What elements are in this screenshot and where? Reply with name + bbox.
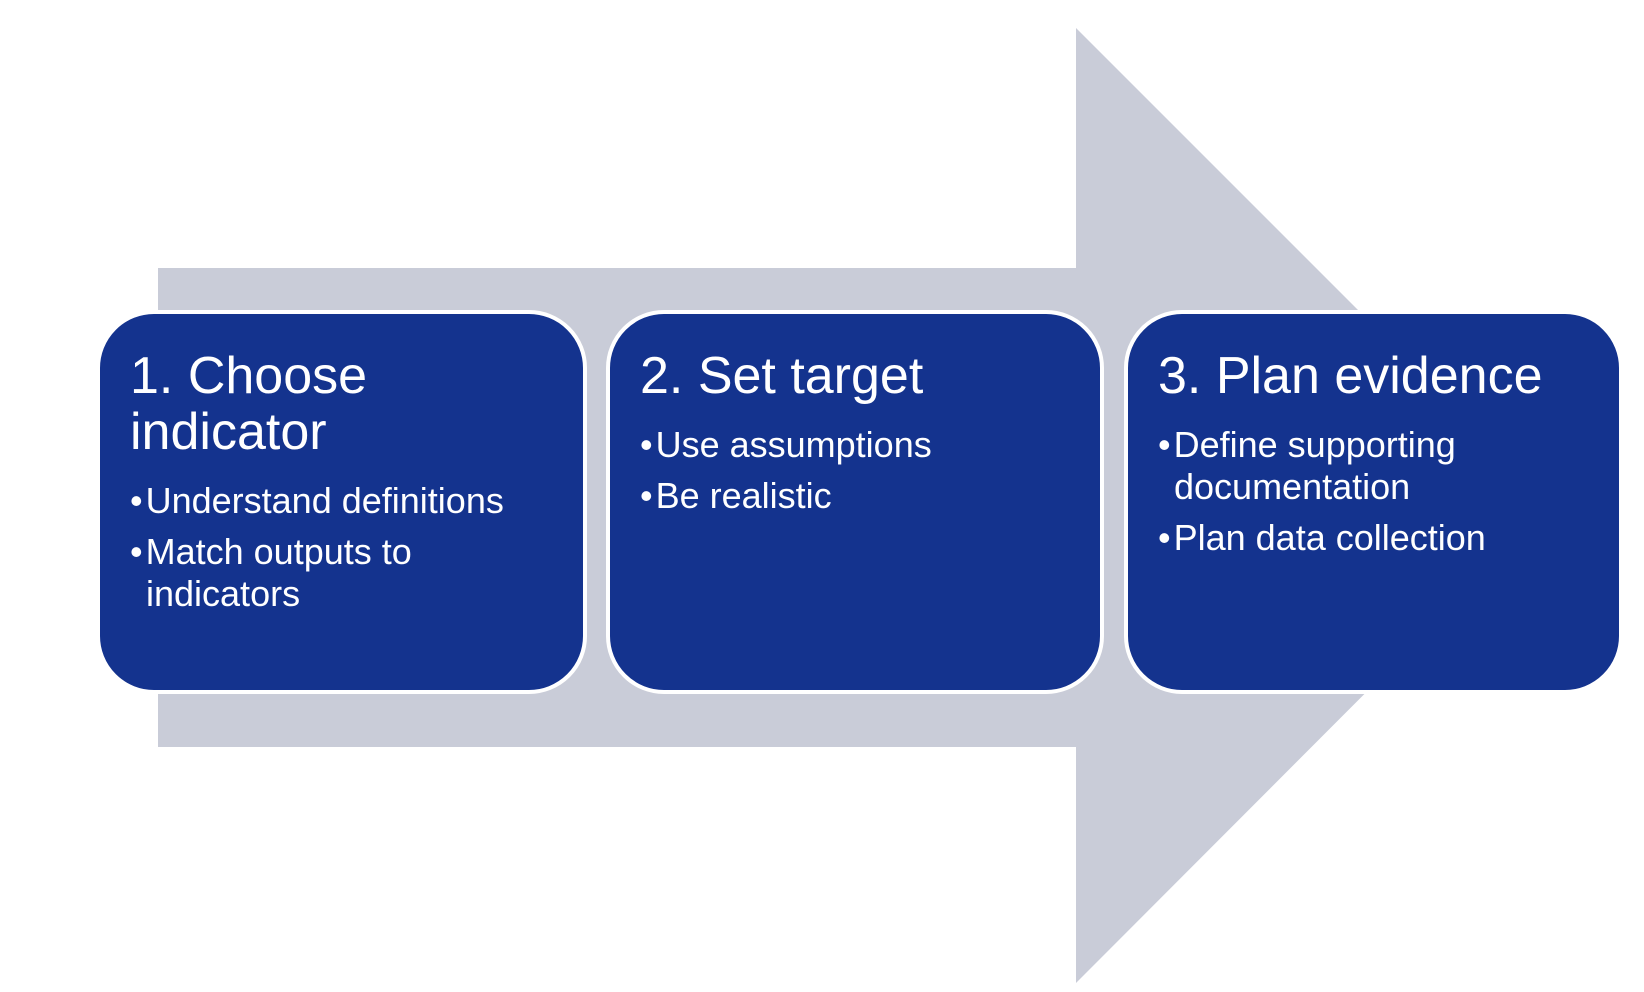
bullet-text: Define supporting documentation (1173, 424, 1456, 507)
bullet-icon: • (1158, 424, 1171, 465)
bullet-text: Plan data collection (1173, 517, 1486, 558)
bullet-item: •Understand definitions (130, 480, 547, 522)
bullet-item: •Match outputs to indicators (130, 531, 547, 615)
step-box-plan-evidence: 3. Plan evidence •Define supporting docu… (1124, 310, 1623, 694)
bullet-item: •Plan data collection (1158, 517, 1583, 559)
step-title: 3. Plan evidence (1158, 347, 1543, 405)
bullet-icon: • (1158, 517, 1171, 558)
step-bullet-list: •Define supporting documentation •Plan d… (1158, 424, 1583, 559)
bullet-text: Match outputs to indicators (145, 531, 412, 614)
step-box-set-target: 2. Set target •Use assumptions •Be reali… (606, 310, 1104, 694)
bullet-text: Be realistic (655, 475, 832, 516)
bullet-icon: • (640, 475, 653, 516)
step-title: 1. Choose indicator (130, 347, 368, 461)
step-box-choose-indicator: 1. Choose indicator •Understand definiti… (96, 310, 587, 694)
bullet-icon: • (640, 424, 653, 465)
bullet-item: •Be realistic (640, 475, 1064, 517)
bullet-item: •Use assumptions (640, 424, 1064, 466)
bullet-icon: • (130, 531, 143, 572)
step-bullet-list: •Understand definitions •Match outputs t… (130, 480, 547, 615)
bullet-text: Use assumptions (655, 424, 932, 465)
bullet-item: •Define supporting documentation (1158, 424, 1583, 508)
bullet-icon: • (130, 480, 143, 521)
step-title: 2. Set target (640, 347, 924, 405)
bullet-text: Understand definitions (145, 480, 504, 521)
step-bullet-list: •Use assumptions •Be realistic (640, 424, 1064, 517)
